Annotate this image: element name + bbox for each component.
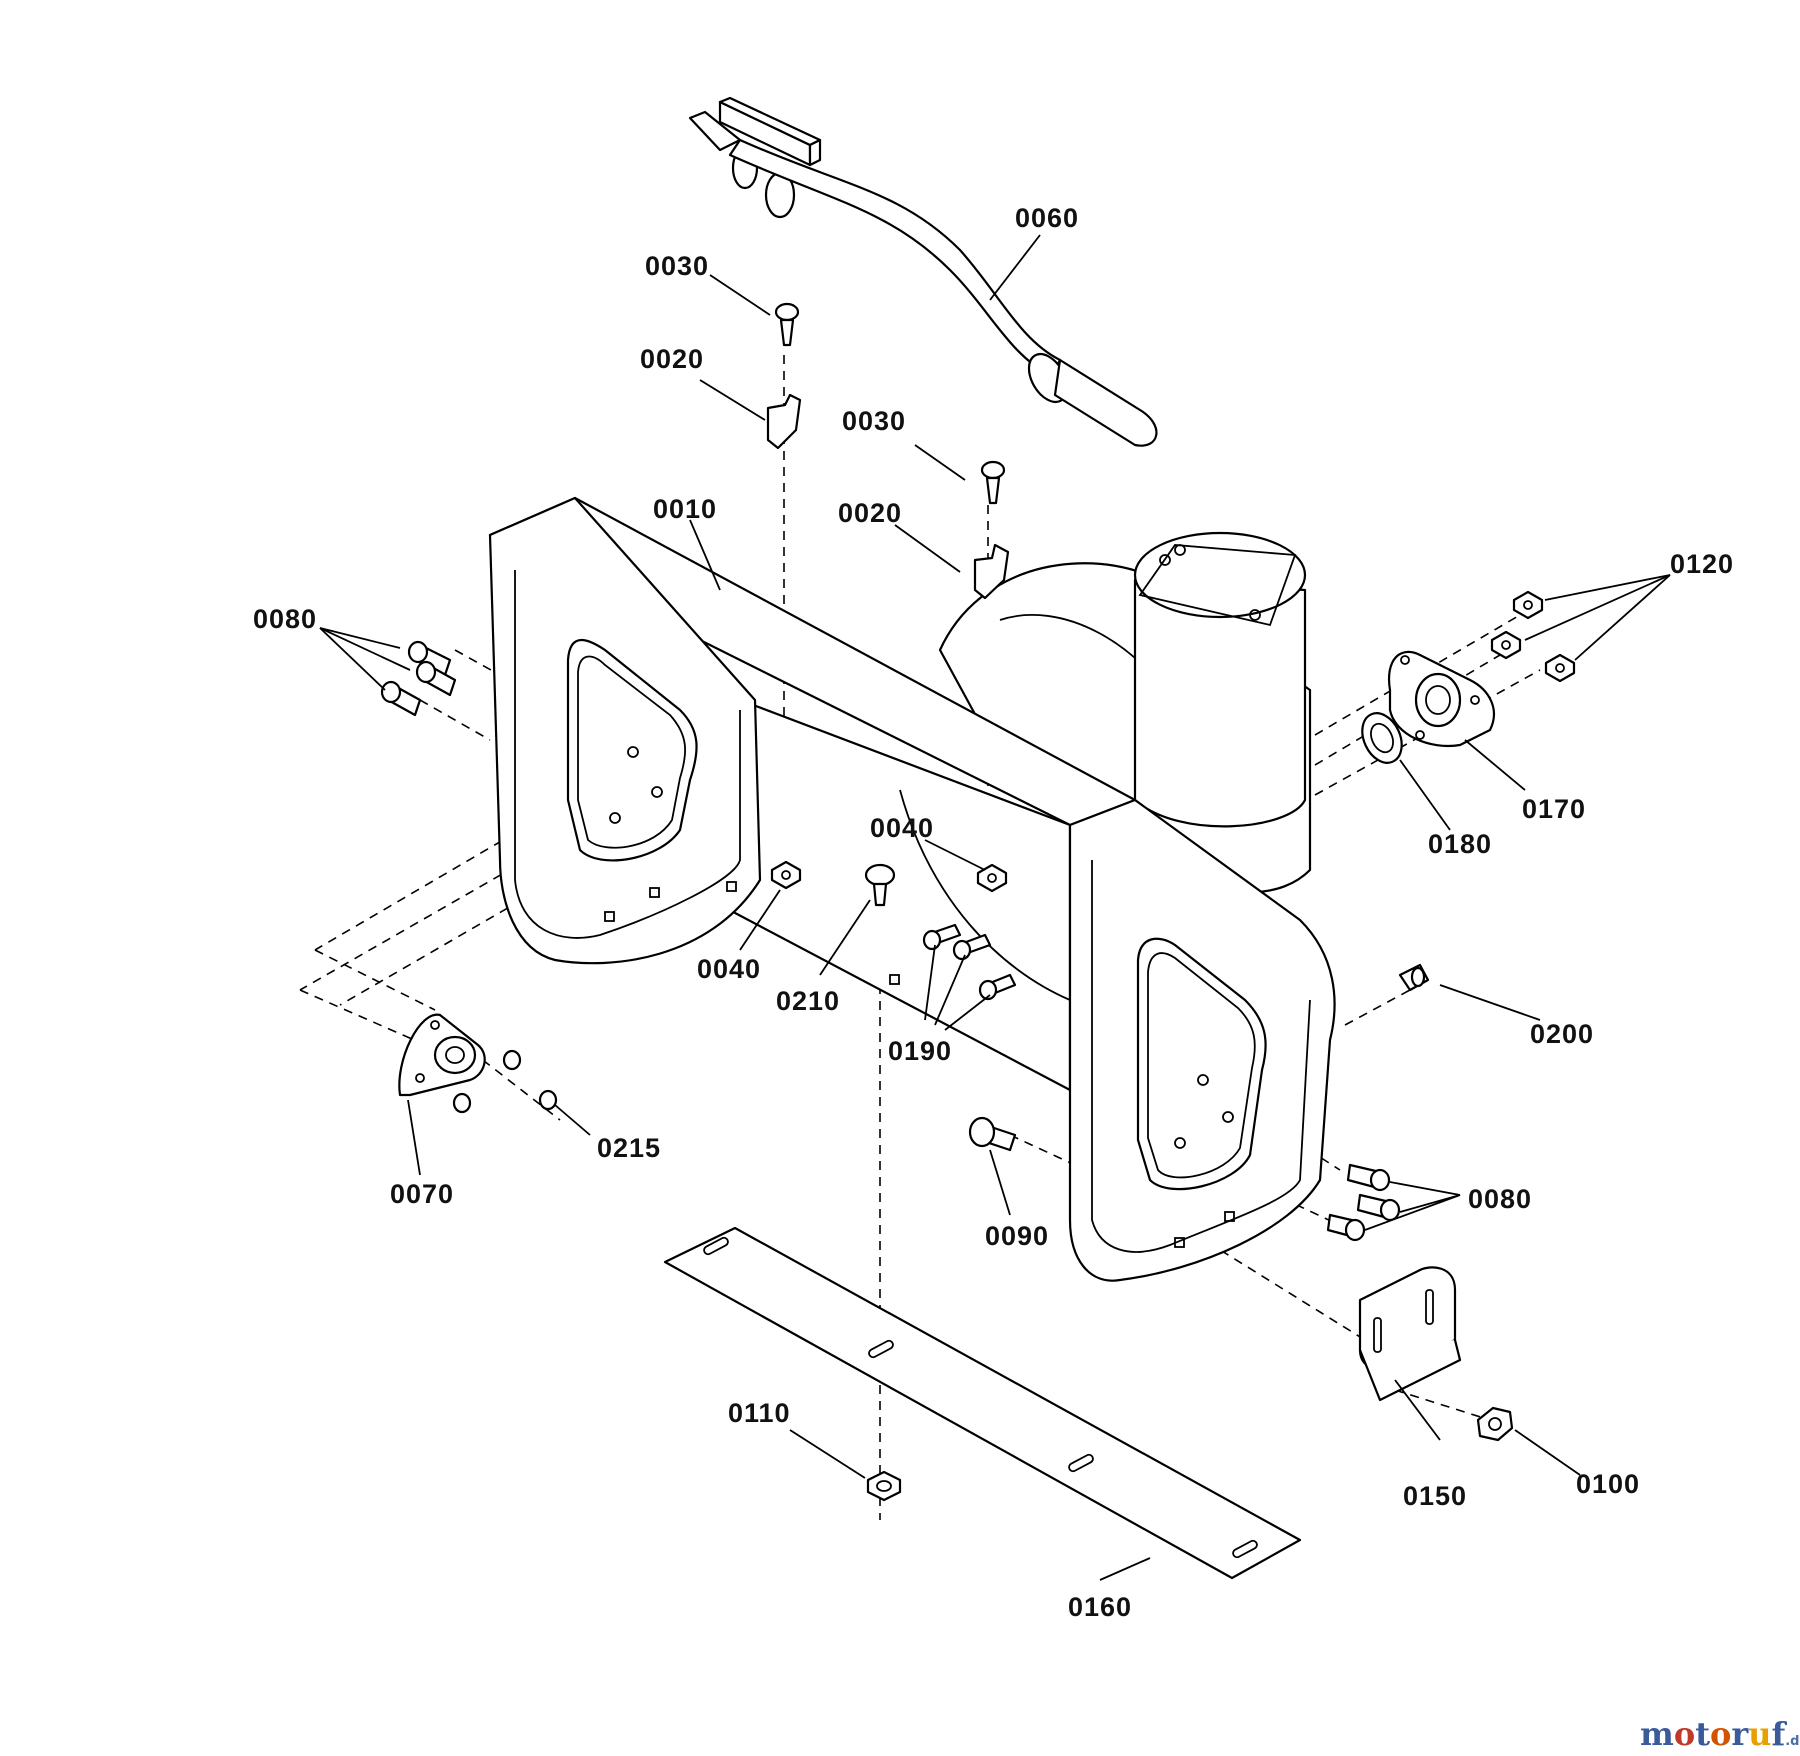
part-labels: 0060 0030 0020 0030 0010 0020 0120 0080 … [253,203,1734,1622]
nut-0040-left [770,860,802,890]
nut-0040-right [976,863,1008,893]
label-0060: 0060 [1015,203,1079,233]
label-0110: 0110 [728,1398,791,1428]
bolts-0080-left [380,640,457,717]
watermark-logo: motoruf.de [1640,1715,1800,1753]
nut-0110 [866,1470,902,1502]
bolt-0090 [968,1116,1017,1152]
label-0200: 0200 [1530,1019,1594,1049]
label-0210: 0210 [776,986,840,1016]
wm-letter-t: t [1695,1715,1710,1753]
label-0040-right: 0040 [870,813,934,843]
label-0030-right: 0030 [842,406,906,436]
label-0190: 0190 [888,1036,952,1066]
label-0010: 0010 [653,494,717,524]
wm-suffix: .de [1785,1734,1800,1749]
screw-0030-left [774,302,800,347]
clip-0020-left [766,393,802,450]
carriage-bolt-0210 [864,863,896,907]
label-0120: 0120 [1670,549,1734,579]
label-0160: 0160 [1068,1592,1132,1622]
nut-0100 [1476,1406,1514,1442]
screw-0030-right [980,460,1006,505]
label-0170: 0170 [1522,794,1586,824]
label-0150: 0150 [1403,1481,1467,1511]
plug-0200 [1398,963,1430,992]
skid-shoe-0150 [1358,1266,1462,1402]
label-0215: 0215 [597,1133,661,1163]
wm-letter-o: o [1674,1715,1695,1753]
nuts-0120 [1490,590,1576,683]
chute-crank-rod [688,96,1158,447]
label-0090: 0090 [985,1221,1049,1251]
leader-lines [319,234,1671,1581]
bearing-flange-0170 [1387,650,1495,748]
label-0030-left: 0030 [645,251,709,281]
wm-letter-o2: o [1710,1715,1731,1753]
label-0080-left: 0080 [253,604,317,634]
label-0020-left: 0020 [640,344,704,374]
clip-0020-right [973,543,1010,600]
wm-letter-u: u [1748,1715,1771,1753]
label-0080-right: 0080 [1468,1184,1532,1214]
bearing-flange-0070 [398,1013,486,1097]
auger-housing [488,496,1336,1282]
label-0070: 0070 [390,1179,454,1209]
label-0100: 0100 [1576,1469,1640,1499]
wm-letter-r: r [1731,1715,1749,1753]
svg-text:motoruf.de: motoruf.de [1640,1715,1800,1753]
label-0020-right: 0020 [838,498,902,528]
wm-letter-f: f [1771,1715,1787,1753]
bolts-0190 [922,923,1017,1001]
scraper-bar-0160 [663,1226,1302,1580]
bolts-0080-right [1326,1163,1401,1242]
bearing-0180 [1361,712,1403,764]
label-0180: 0180 [1428,829,1492,859]
wm-letter-m: m [1640,1715,1674,1753]
label-0040-left: 0040 [697,954,761,984]
nuts-0215 [452,1049,558,1114]
